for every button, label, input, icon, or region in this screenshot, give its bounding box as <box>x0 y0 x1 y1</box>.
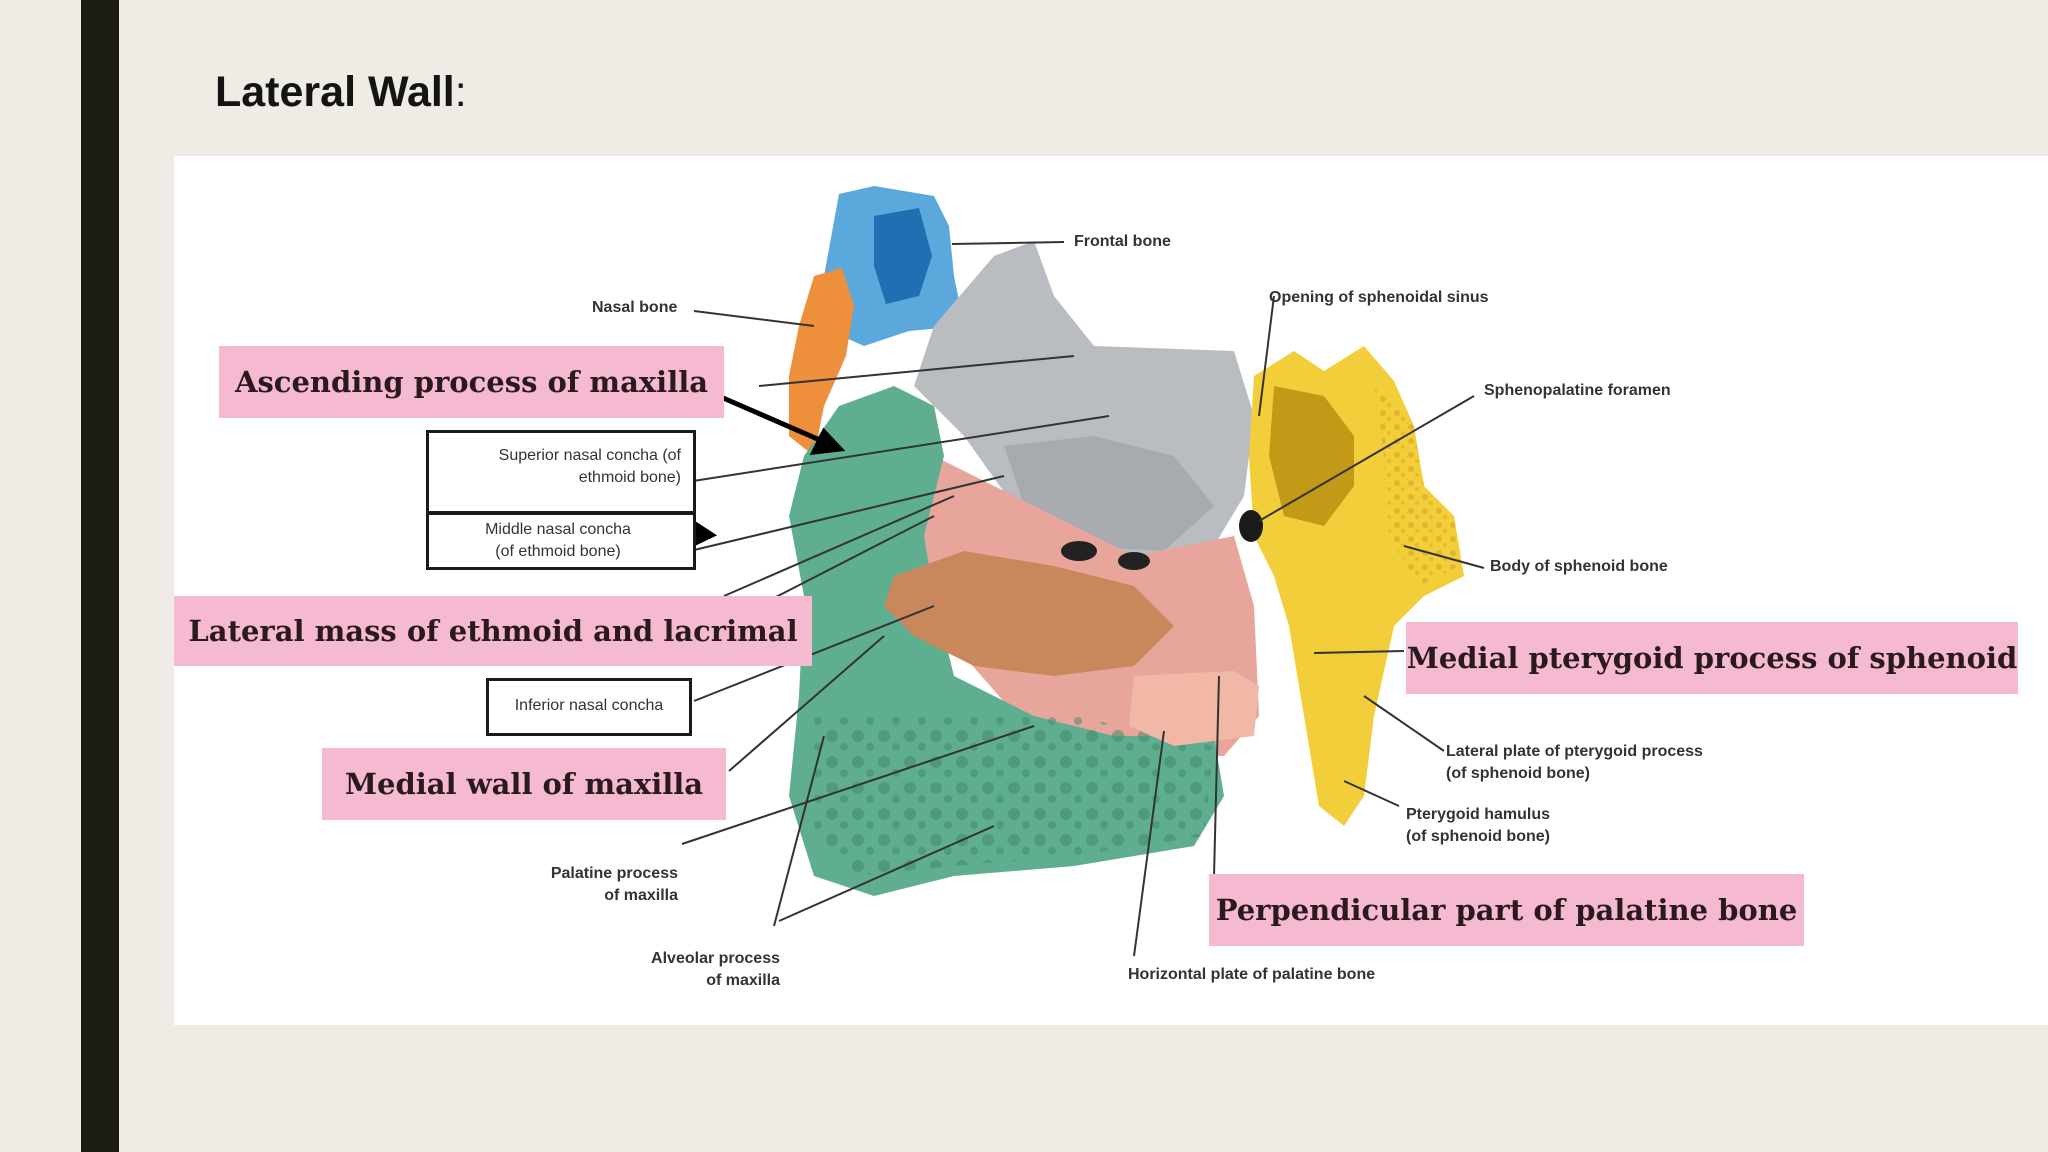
leader-inferior-concha <box>693 605 935 702</box>
leader-medial-pterygoid <box>1313 650 1405 654</box>
slide-title: Lateral Wall: <box>215 68 467 117</box>
label-perpendicular-part: Perpendicular part of palatine bone <box>1209 874 1804 946</box>
arrow-ascening-head <box>809 427 846 456</box>
leader-medial-wall <box>728 635 885 772</box>
slide-title-suffix: : <box>454 68 467 116</box>
label-lateral-mass: Lateral mass of ethmoid and lacrimal <box>174 596 812 666</box>
leader-lateral-mass-1 <box>723 495 955 597</box>
label-lateral-mass-text: Lateral mass of ethmoid and lacrimal <box>188 614 798 648</box>
anatomy-figure: Ascending process of maxilla Lateral mas… <box>174 156 2048 1025</box>
leader-body-sphenoid <box>1403 545 1485 569</box>
leader-sphenopalatine <box>1258 395 1475 522</box>
leader-lines <box>668 241 1485 957</box>
label-medial-wall-text: Medial wall of maxilla <box>344 767 704 801</box>
maxilla-alveolar-texture <box>814 716 1214 876</box>
label-palatine-process: Palatine process of maxilla <box>514 863 678 907</box>
leader-nasal <box>693 310 815 327</box>
label-pterygoid-hamulus: Pterygoid hamulus (of sphenoid bone) <box>1406 804 1550 848</box>
arrow-ascending-line <box>713 391 830 447</box>
label-medial-pterygoid-text: Medial pterygoid process of sphenoid <box>1406 641 2018 675</box>
leader-frontal <box>951 241 1065 245</box>
label-body-sphenoid: Body of sphenoid bone <box>1490 558 1668 575</box>
leader-middle-concha <box>668 475 1005 557</box>
leader-alveolar-1 <box>773 735 825 927</box>
sidebar-accent-bar <box>81 0 119 1152</box>
leader-lateral-mass-2 <box>773 515 935 599</box>
label-perpendicular-part-text: Perpendicular part of palatine bone <box>1215 893 1798 927</box>
box-superior-concha: Superior nasal concha (of ethmoid bone) <box>426 430 696 514</box>
anatomy-illustration <box>538 186 1485 957</box>
horizontal-plate-shape <box>1129 671 1259 746</box>
label-frontal-bone: Frontal bone <box>1074 233 1171 250</box>
pterygoid-hamulus-line-2: (of sphenoid bone) <box>1406 828 1550 845</box>
concha-shadow-1 <box>1061 541 1097 561</box>
palatine-process-line-2: of maxilla <box>604 887 678 904</box>
label-alveolar-process: Alveolar process of maxilla <box>610 948 780 992</box>
label-ascending-process: Ascending process of maxilla <box>219 346 724 418</box>
label-sphenopalatine-foramen: Sphenopalatine foramen <box>1484 382 1671 399</box>
alveolar-process-line-2: of maxilla <box>706 972 780 989</box>
sphenoid-spongy-texture <box>1374 386 1459 586</box>
label-medial-pterygoid: Medial pterygoid process of sphenoid <box>1406 622 2018 694</box>
leader-palatine-process <box>681 725 1035 845</box>
superior-concha-line-1: Superior nasal concha (of <box>498 447 681 464</box>
sphenopalatine-foramen-shape <box>1239 510 1263 542</box>
alveolar-process-line-1: Alveolar process <box>651 950 780 967</box>
leader-lateral-plate <box>1363 695 1445 752</box>
lateral-plate-line-1: Lateral plate of pterygoid process <box>1446 743 1703 760</box>
label-horizontal-plate: Horizontal plate of palatine bone <box>1128 966 1376 983</box>
leader-hamulus <box>1343 780 1400 807</box>
leader-ascending <box>758 355 1075 387</box>
box-inferior-concha: Inferior nasal concha <box>486 678 692 736</box>
label-ascending-process-text: Ascending process of maxilla <box>234 365 709 399</box>
pterygoid-hamulus-line-1: Pterygoid hamulus <box>1406 806 1551 823</box>
label-nasal-bone: Nasal bone <box>592 299 678 316</box>
superior-concha-line-2: ethmoid bone) <box>578 469 681 486</box>
inferior-concha-shape <box>884 551 1174 676</box>
frontal-sinus-shape <box>874 208 932 304</box>
concha-shadow-2 <box>1118 552 1150 570</box>
leader-alveolar-2 <box>778 825 995 922</box>
leader-superior-concha <box>673 415 1110 485</box>
label-opening-sphenoidal-sinus: Opening of sphenoidal sinus <box>1269 289 1489 306</box>
slide-title-bold: Lateral Wall <box>215 68 455 116</box>
leader-sphenoidal-opening <box>1258 295 1275 417</box>
sphenoidal-sinus-shape <box>1269 386 1354 526</box>
middle-concha-line-1: Middle nasal concha <box>485 521 631 538</box>
inferior-concha-text: Inferior nasal concha <box>514 697 664 714</box>
leader-perpendicular <box>1213 675 1220 877</box>
palatine-process-line-1: Palatine process <box>550 865 678 882</box>
label-lateral-plate: Lateral plate of pterygoid process (of s… <box>1446 741 1703 785</box>
nasal-bone-shape <box>789 268 854 456</box>
leader-horizontal-plate <box>1133 730 1165 957</box>
label-medial-wall: Medial wall of maxilla <box>322 748 726 820</box>
lateral-plate-line-2: (of sphenoid bone) <box>1446 765 1590 782</box>
box-middle-concha: Middle nasal concha (of ethmoid bone) <box>426 512 696 570</box>
middle-concha-line-2: (of ethmoid bone) <box>495 543 621 560</box>
